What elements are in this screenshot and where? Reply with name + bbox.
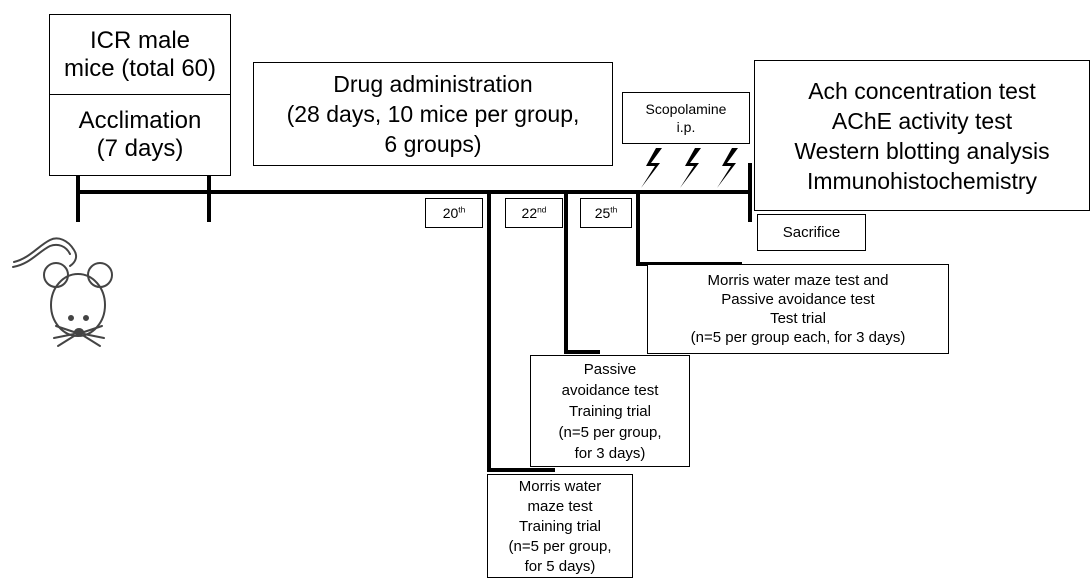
mwm-training-line-2: maze test [527, 498, 593, 515]
pa-training-line-4: (n=5 per group, [558, 423, 662, 441]
test-trial-line-1: Morris water maze test and [707, 272, 889, 289]
pa-training-line-1: Passive [583, 360, 637, 378]
passive-avoidance-training-box: Passive avoidance test Training trial (n… [530, 355, 690, 467]
scopolamine-line-1: Scopolamine [645, 101, 727, 117]
cohort-box: ICR male mice (total 60) Acclimation (7 … [49, 14, 231, 176]
test-trial-line-3: Test trial [770, 310, 826, 327]
morris-water-maze-training-box: Morris water maze test Training trial (n… [487, 474, 633, 578]
test-trial-box: Morris water maze test and Passive avoid… [647, 264, 949, 354]
scopolamine-box: Scopolamine i.p. [622, 92, 750, 144]
drug-administration-box: Drug administration (28 days, 10 mice pe… [253, 62, 613, 166]
cohort-section: ICR male mice (total 60) [50, 15, 230, 95]
acclimation-section: Acclimation (7 days) [50, 95, 230, 175]
acclimation-line-1: Acclimation [78, 107, 202, 134]
analysis-line-3: Western blotting analysis [794, 137, 1050, 164]
scopolamine-line-2: i.p. [676, 119, 696, 135]
acclimation-line-2: (7 days) [96, 135, 184, 162]
mwm-training-line-5: for 5 days) [524, 558, 596, 575]
branch-day-20 [487, 192, 555, 472]
pa-training-line-5: for 3 days) [574, 444, 646, 462]
mwm-training-line-4: (n=5 per group, [508, 538, 612, 555]
drug-line-2: (28 days, 10 mice per group, [286, 101, 580, 127]
branch-day-22 [564, 192, 600, 354]
cohort-line-1: ICR male [89, 26, 191, 54]
drug-line-1: Drug administration [333, 71, 533, 97]
day-label-20: 20th [425, 198, 483, 228]
sacrifice-box: Sacrifice [757, 214, 866, 251]
analysis-box: Ach concentration test AChE activity tes… [754, 60, 1090, 211]
analysis-line-1: Ach concentration test [808, 77, 1036, 104]
mouse-icon [12, 237, 113, 347]
mwm-training-line-1: Morris water [518, 478, 602, 495]
day-label-25-text: 25th [594, 204, 618, 221]
mwm-training-line-3: Training trial [519, 518, 601, 535]
sacrifice-label: Sacrifice [782, 224, 841, 241]
branch-day-25 [636, 192, 742, 266]
day-label-20-text: 20th [442, 204, 466, 221]
pa-training-line-3: Training trial [569, 402, 651, 420]
pa-training-line-2: avoidance test [561, 381, 659, 399]
day-label-22: 22nd [505, 198, 563, 228]
cohort-line-2: mice (total 60) [63, 54, 217, 82]
analysis-line-2: AChE activity test [831, 107, 1013, 134]
drug-line-3: 6 groups) [384, 131, 482, 157]
analysis-line-4: Immunohistochemistry [806, 167, 1038, 194]
day-label-25: 25th [580, 198, 632, 228]
test-trial-line-4: (n=5 per group each, for 3 days) [690, 329, 906, 346]
day-label-22-text: 22nd [521, 204, 547, 221]
lightning-bolt-icon [641, 148, 662, 188]
lightning-bolt-icon [717, 148, 738, 188]
lightning-bolt-icon [680, 148, 701, 188]
test-trial-line-2: Passive avoidance test [721, 291, 875, 308]
